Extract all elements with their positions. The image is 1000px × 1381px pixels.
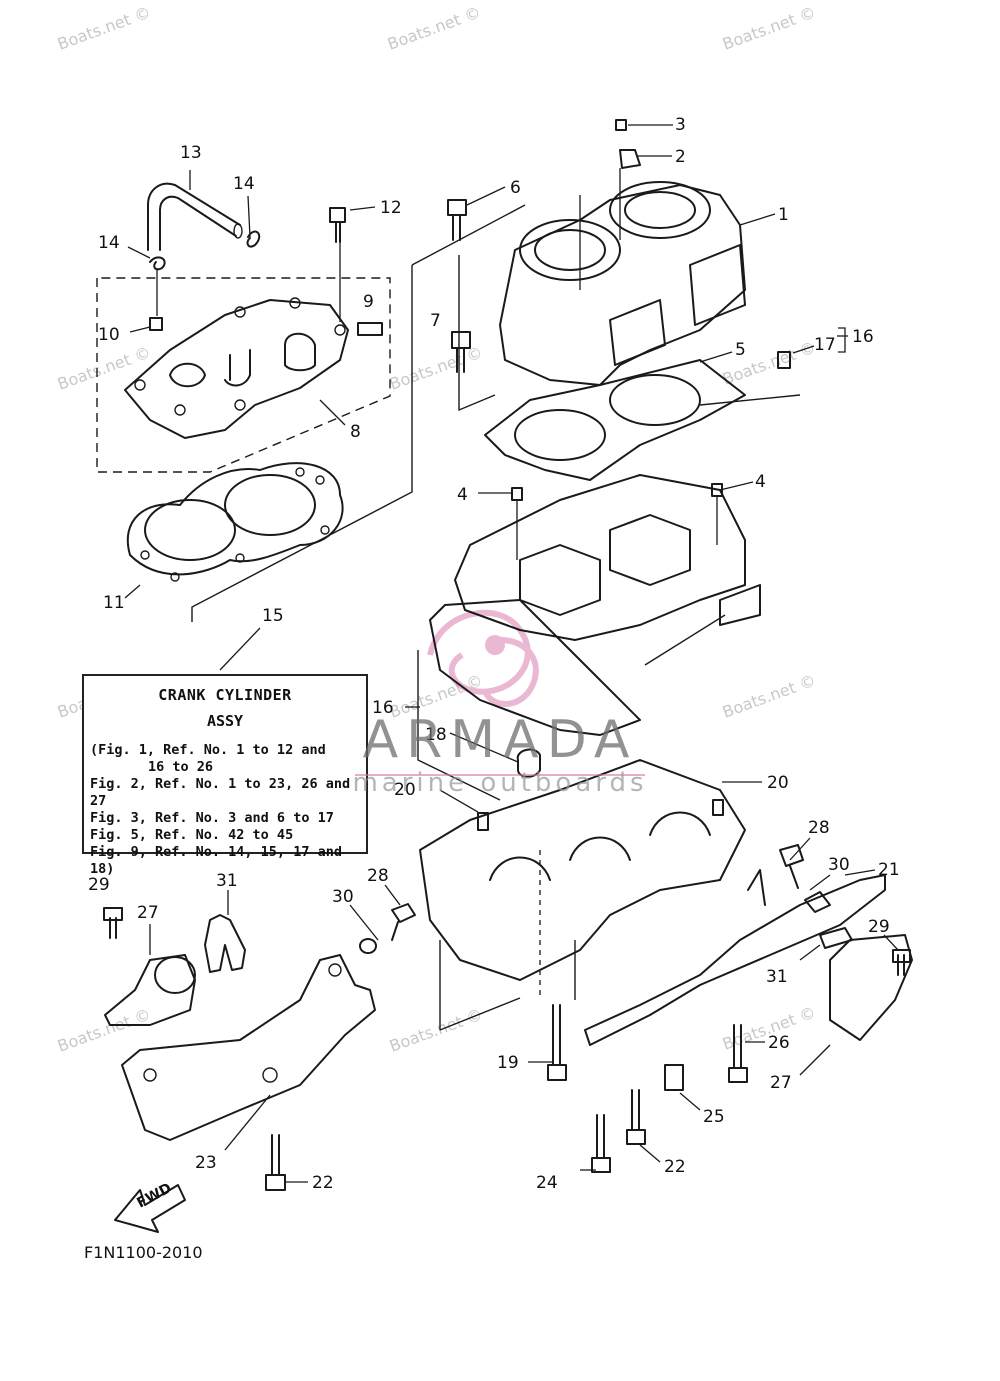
caption-title: CRANK CYLINDER [158,686,292,704]
callout-29a: 29 [88,875,110,895]
caption-line: (Fig. 1, Ref. No. 1 to 12 and [90,742,326,758]
callout-12: 12 [380,198,402,218]
callout-27a: 27 [137,903,159,923]
watermark: Boats.net © [385,3,483,54]
callout-30b: 30 [828,855,850,875]
fwd-arrow: FWD [114,1180,186,1233]
callout-1: 1 [778,205,789,225]
callout-5: 5 [735,340,746,360]
callout-3: 3 [675,115,686,135]
assembly-outlines [191,204,801,1031]
callout-leaders [124,124,899,1183]
callout-23: 23 [195,1153,217,1173]
watermark: Boats.net © [55,1005,153,1056]
callout-15: 15 [262,606,284,626]
watermark: Boats.net © [55,3,153,54]
callout-4a: 4 [457,485,468,505]
watermark: Boats.net © [720,671,818,722]
crankcase-lower [419,759,746,1000]
callout-27b: 27 [770,1073,792,1093]
callout-25: 25 [703,1107,725,1127]
callout-31b: 31 [766,967,788,987]
callout-20a: 20 [394,780,416,800]
fwd-label: FWD [134,1180,174,1211]
callout-22a: 22 [312,1173,334,1193]
callout-17: 17 [814,335,836,355]
callout-28b: 28 [808,818,830,838]
callout-13: 13 [180,143,202,163]
callout-14a: 14 [233,174,255,194]
caption-line: 16 to 26 [148,759,214,775]
callout-16a: 16 [372,698,394,718]
diagram-code: F1N1100-2010 [84,1243,203,1262]
callout-11: 11 [103,593,125,613]
callout-8: 8 [350,422,361,442]
callout-31a: 31 [216,871,238,891]
engine-mount-left [121,954,376,1141]
watermark: Boats.net © [55,343,153,394]
callout-4b: 4 [755,472,766,492]
callout-19: 19 [497,1053,519,1073]
caption-line: Fig. 2, Ref. No. 1 to 23, 26 and 27 [90,776,351,809]
callout-29b: 29 [868,917,890,937]
brand-divider [355,774,645,776]
callout-18: 18 [425,725,447,745]
callout-26: 26 [768,1033,790,1053]
crankcase-upper [429,474,761,736]
caption-line: Fig. 9, Ref. No. 14, 15, 17 and 18) [90,844,342,877]
callout-numbers: 1 2 3 4 4 5 6 7 8 9 10 11 12 13 14 14 15… [88,115,900,1193]
caption-line: Fig. 3, Ref. No. 3 and 6 to 17 [90,810,334,826]
callout-28a: 28 [367,866,389,886]
watermark: Boats.net © [720,3,818,54]
callout-14b: 14 [98,233,120,253]
assembly-caption-box: CRANK CYLINDER ASSY (Fig. 1, Ref. No. 1 … [82,674,368,877]
rubber-mount-left [103,907,246,1026]
mount-bolt-left [359,903,416,954]
callout-7: 7 [430,311,441,331]
base-gasket [484,359,746,481]
watermark: Boats.net © [387,343,485,394]
bushing [516,748,541,778]
callout-22b: 22 [664,1157,686,1177]
callout-20b: 20 [767,773,789,793]
group-bracket [838,327,846,353]
callout-24: 24 [536,1173,558,1193]
callout-6: 6 [510,178,521,198]
head-gasket [126,462,344,582]
head-cover [124,297,349,439]
caption-lines: (Fig. 1, Ref. No. 1 to 12 and 16 to 26 F… [90,742,366,878]
caption-line: Fig. 5, Ref. No. 42 to 45 [90,827,294,843]
caption-subtitle: ASSY [206,712,244,730]
pins-and-bolts [149,207,383,336]
callout-10: 10 [98,325,120,345]
callout-2: 2 [675,147,686,167]
callout-30a: 30 [332,887,354,907]
callout-16b: 16 [852,327,874,347]
hose-and-clamps [147,182,261,271]
watermark: Boats.net © [387,1005,485,1056]
watermark: Boats.net © [387,671,485,722]
engine-mount-right [584,844,913,1046]
callout-9: 9 [363,292,374,312]
callout-21: 21 [878,860,900,880]
cylinder-bolts [447,199,791,373]
watermarks: Boats.net © Boats.net © Boats.net © Boat… [55,3,818,1056]
cylinder-block [499,119,746,386]
lower-bolts [265,1004,748,1191]
